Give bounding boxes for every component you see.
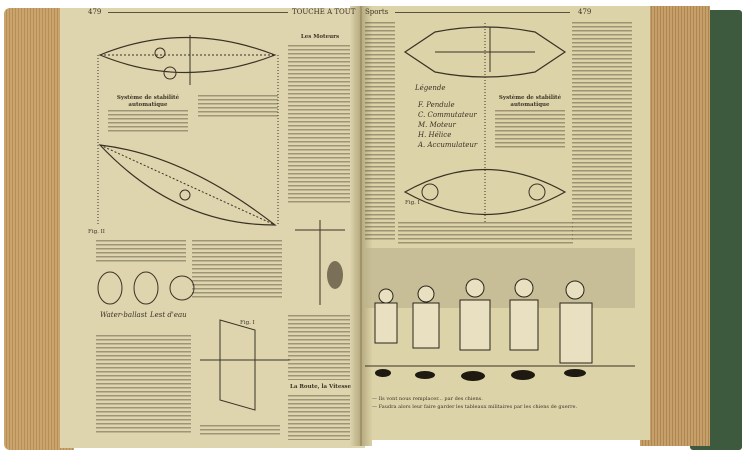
text-block xyxy=(96,240,186,262)
subheading: La Route, la Vitesse xyxy=(290,384,352,390)
text-column xyxy=(288,315,350,380)
header-rule xyxy=(108,12,288,14)
cartoon-caption-1: — Ils vont nous remplacer... par des chi… xyxy=(372,396,483,402)
right-page xyxy=(360,6,650,440)
text-column xyxy=(288,45,350,205)
left-page xyxy=(60,8,365,448)
label-lest-deau: Lest d'eau xyxy=(150,311,187,319)
left-figure-title: Système de stabilité automatique xyxy=(116,95,180,108)
legend-title: Légende xyxy=(415,84,446,92)
airship-diagrams-right xyxy=(403,22,567,222)
left-running-title: TOUCHE A TOUT xyxy=(292,8,356,16)
text-block xyxy=(495,110,565,148)
text-block xyxy=(108,110,188,132)
text-column xyxy=(572,22,632,242)
legend-item: C. Commutateur xyxy=(418,111,477,119)
plate-diagram xyxy=(200,319,290,411)
arrow-diagram xyxy=(295,220,345,305)
page-edges-right xyxy=(640,6,710,446)
text-block xyxy=(198,95,278,117)
cartoon-soldiers-illustration xyxy=(365,248,635,381)
airship-diagrams-left xyxy=(97,35,279,226)
right-figure-title: Système de stabilité automatique xyxy=(498,95,562,108)
legend-item: M. Moteur xyxy=(418,121,456,129)
book-gutter xyxy=(350,6,372,446)
right-page-number: 479 xyxy=(578,8,592,16)
legend-item: F. Pendule xyxy=(418,101,455,109)
label-water-ballast: Water-ballast xyxy=(100,311,148,319)
text-block xyxy=(192,240,282,300)
text-column xyxy=(96,335,191,435)
legend-item: A. Accumulateur xyxy=(418,141,478,149)
cartoon-caption-2: — Faudra alors leur faire garder les tab… xyxy=(372,404,578,410)
text-column xyxy=(288,395,350,440)
right-figure-label: Fig. I xyxy=(405,200,420,206)
left-figure-label: Fig. II xyxy=(88,229,105,235)
legend-item: H. Hélice xyxy=(418,131,452,139)
left-figure-label-2: Fig. I xyxy=(240,320,255,326)
left-page-number: 479 xyxy=(88,8,102,16)
text-column xyxy=(365,22,395,242)
header-rule xyxy=(395,12,570,14)
section-title: Les Moteurs xyxy=(300,34,340,40)
ballast-diagrams xyxy=(97,271,195,305)
right-running-title: Sports xyxy=(365,8,389,16)
text-block xyxy=(398,222,573,246)
text-block xyxy=(200,425,280,437)
